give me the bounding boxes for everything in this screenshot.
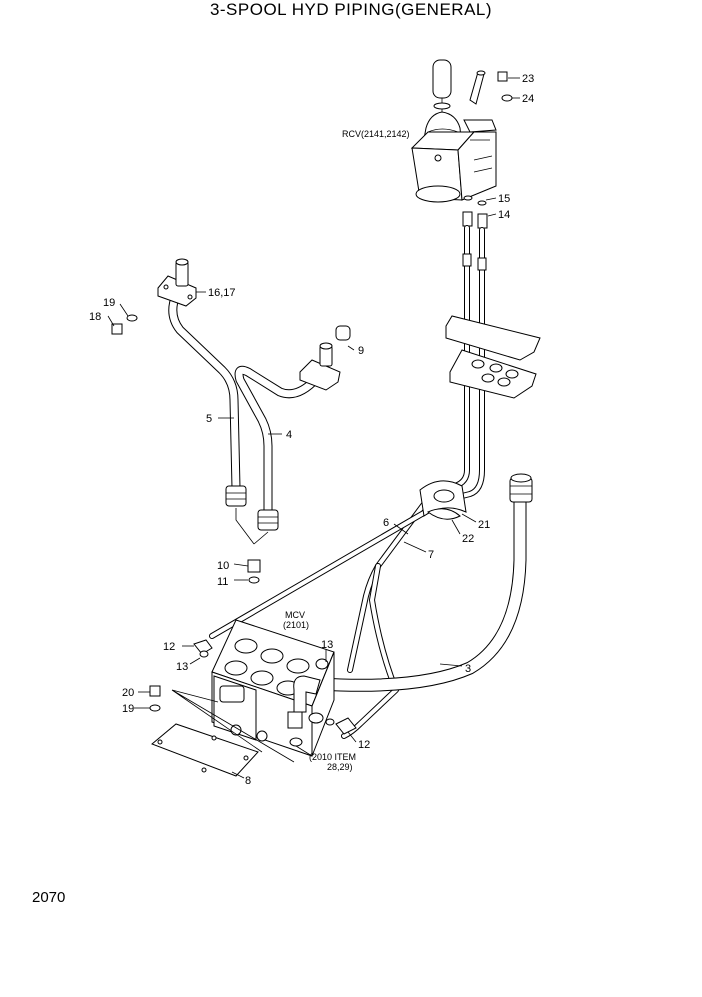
pipe-6 (347, 493, 433, 673)
label-3: 3 (465, 663, 471, 675)
connector-14a (462, 211, 473, 227)
label-22: 22 (462, 533, 474, 545)
elbow-12a (193, 639, 213, 655)
bracket-plate (445, 315, 541, 399)
label-mcv-ref: (2101) (283, 620, 309, 630)
label-rcv: RCV(2141,2142) (342, 129, 410, 139)
flange-pipe-4 (299, 325, 351, 391)
port-fitting (287, 711, 303, 729)
flange-16-17 (157, 258, 197, 307)
label-12-upper: 12 (163, 641, 175, 653)
label-19-upper: 19 (103, 297, 115, 309)
nut-pipe-5 (225, 485, 247, 507)
pipe-5 (168, 290, 241, 493)
cap-9 (335, 325, 351, 341)
label-16-17: 16,17 (208, 287, 236, 299)
bolt-18 (111, 323, 123, 335)
washer-19b (149, 704, 161, 712)
leader-lines (107, 77, 520, 779)
label-14: 14 (498, 209, 510, 221)
label-9: 9 (358, 345, 364, 357)
connector-10 (247, 559, 261, 573)
o-ring-11 (248, 576, 260, 584)
label-6: 6 (383, 517, 389, 529)
label-15: 15 (498, 193, 510, 205)
o-ring-15b (477, 200, 487, 206)
label-11: 11 (217, 576, 228, 588)
label-13-left: 13 (176, 661, 188, 673)
label-20: 20 (122, 687, 134, 699)
elbow-12b (335, 717, 357, 735)
joystick-handle (432, 59, 452, 99)
bolt-23 (497, 71, 508, 82)
washer-24 (501, 94, 513, 102)
label-8: 8 (245, 775, 251, 787)
label-10: 10 (217, 560, 229, 572)
nut-pipe-4 (257, 509, 279, 531)
bolt-20 (149, 685, 161, 697)
connector-14b (477, 213, 488, 229)
clamp-21 (419, 480, 467, 520)
o-ring-13a (199, 650, 209, 658)
part-labels: 23 24 RCV(2141,2142) 15 14 16,17 19 18 9… (89, 73, 534, 787)
o-ring-13b (325, 718, 335, 726)
label-23: 23 (522, 73, 534, 85)
label-19-lower: 19 (122, 703, 134, 715)
diagram-title: 3-SPOOL HYD PIPING(GENERAL) (209, 0, 493, 19)
cover-plate-8 (151, 723, 259, 777)
label-21: 21 (478, 519, 490, 531)
label-4: 4 (286, 429, 292, 441)
lever-rod (469, 71, 485, 105)
hose-3 (313, 473, 533, 692)
label-24: 24 (522, 93, 534, 105)
page-number: 2070 (32, 889, 66, 906)
label-item-ref-1: (2010 ITEM (309, 752, 356, 762)
pipe-4 (234, 365, 327, 517)
o-ring-15a (463, 195, 473, 201)
grommet-22 (427, 508, 461, 520)
rcv-joystick (410, 59, 513, 229)
rcv-tubes (427, 225, 487, 503)
washer-19a (126, 314, 138, 322)
mcv-valve (193, 619, 357, 757)
label-7: 7 (428, 549, 434, 561)
label-mcv: MCV (285, 610, 305, 620)
label-18: 18 (89, 311, 101, 323)
label-12-lower: 12 (358, 739, 370, 751)
label-item-ref-2: 28,29) (327, 762, 353, 772)
label-13-right: 13 (321, 639, 333, 651)
label-5: 5 (206, 413, 212, 425)
